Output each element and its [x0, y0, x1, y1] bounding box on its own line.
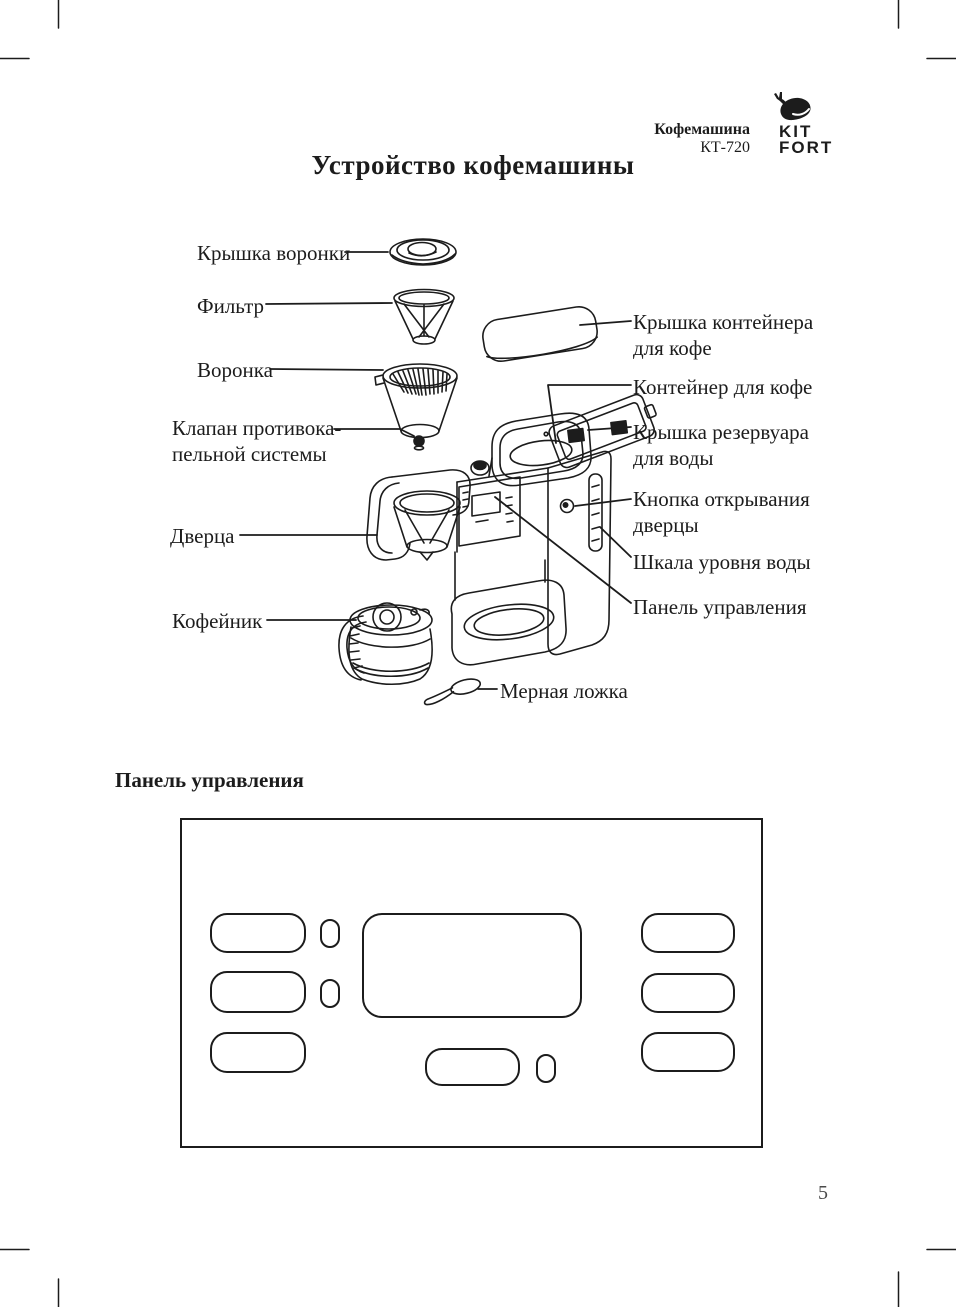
- leader-lines: [239, 251, 632, 690]
- machine-body-drawing: [450, 393, 657, 666]
- label-door-button-line2: дверцы: [633, 513, 699, 537]
- product-model: КТ-720: [700, 139, 750, 156]
- label-container-lid-line2: для кофе: [633, 336, 712, 360]
- coffee-container-lid-drawing: [482, 305, 598, 363]
- label-water-lid: Крышка резервуара для воды: [633, 419, 809, 471]
- door-drawing: [366, 469, 471, 561]
- header-product-block: Кофемашина КТ-720: [654, 121, 750, 157]
- panel-indicator-left-1: [320, 919, 340, 948]
- label-control-panel: Панель управления: [633, 595, 807, 619]
- label-water-lid-line2: для воды: [633, 446, 714, 470]
- label-coffee-pot: Кофейник: [172, 609, 263, 633]
- coffee-pot-drawing: [338, 602, 433, 686]
- panel-button-left-3: [210, 1032, 306, 1073]
- label-funnel-lid: Крышка воронки: [197, 241, 351, 265]
- brand-fort: FORT: [779, 138, 834, 157]
- label-door-button-line1: Кнопка открывания: [633, 487, 810, 511]
- label-antidrip-line2: пельной системы: [172, 442, 327, 466]
- panel-button-right-1: [641, 913, 735, 953]
- section-heading-control-panel: Панель управления: [115, 768, 304, 792]
- panel-button-left-1: [210, 913, 306, 953]
- label-measuring-spoon: Мерная ложка: [500, 679, 628, 703]
- panel-indicator-left-2: [320, 979, 340, 1008]
- control-panel-schematic: [180, 818, 763, 1148]
- label-door: Дверца: [170, 524, 235, 548]
- filter-drawing: [393, 288, 455, 345]
- panel-button-left-2: [210, 971, 306, 1013]
- label-door-button: Кнопка открывания дверцы: [633, 486, 810, 538]
- page-number: 5: [818, 1182, 828, 1204]
- panel-button-center: [425, 1048, 520, 1086]
- panel-button-right-2: [641, 973, 735, 1013]
- label-container-lid-line1: Крышка контейнера: [633, 310, 814, 334]
- funnel-lid-drawing: [389, 238, 457, 266]
- label-antidrip-valve: Клапан противока- пельной системы: [172, 415, 341, 467]
- funnel-drawing: [374, 363, 458, 451]
- panel-button-right-3: [641, 1032, 735, 1072]
- panel-display: [362, 913, 582, 1018]
- panel-indicator-center: [536, 1054, 556, 1083]
- label-funnel: Воронка: [197, 358, 273, 382]
- label-water-scale: Шкала уровня воды: [633, 550, 811, 574]
- kitfort-whale-plug-icon: [774, 92, 811, 121]
- product-name: Кофемашина: [654, 121, 750, 138]
- label-container-lid: Крышка контейнера для кофе: [633, 309, 813, 361]
- label-filter: Фильтр: [197, 294, 265, 318]
- label-antidrip-line1: Клапан противока-: [172, 416, 342, 440]
- brand-kit: KIT: [779, 122, 813, 141]
- label-water-lid-line1: Крышка резервуара: [633, 420, 809, 444]
- page-title: Устройство кофемашины: [311, 150, 635, 180]
- label-container: Контейнер для кофе: [633, 375, 813, 399]
- kitfort-logo: KIT FORT: [765, 92, 835, 156]
- measuring-spoon-drawing: [423, 678, 482, 706]
